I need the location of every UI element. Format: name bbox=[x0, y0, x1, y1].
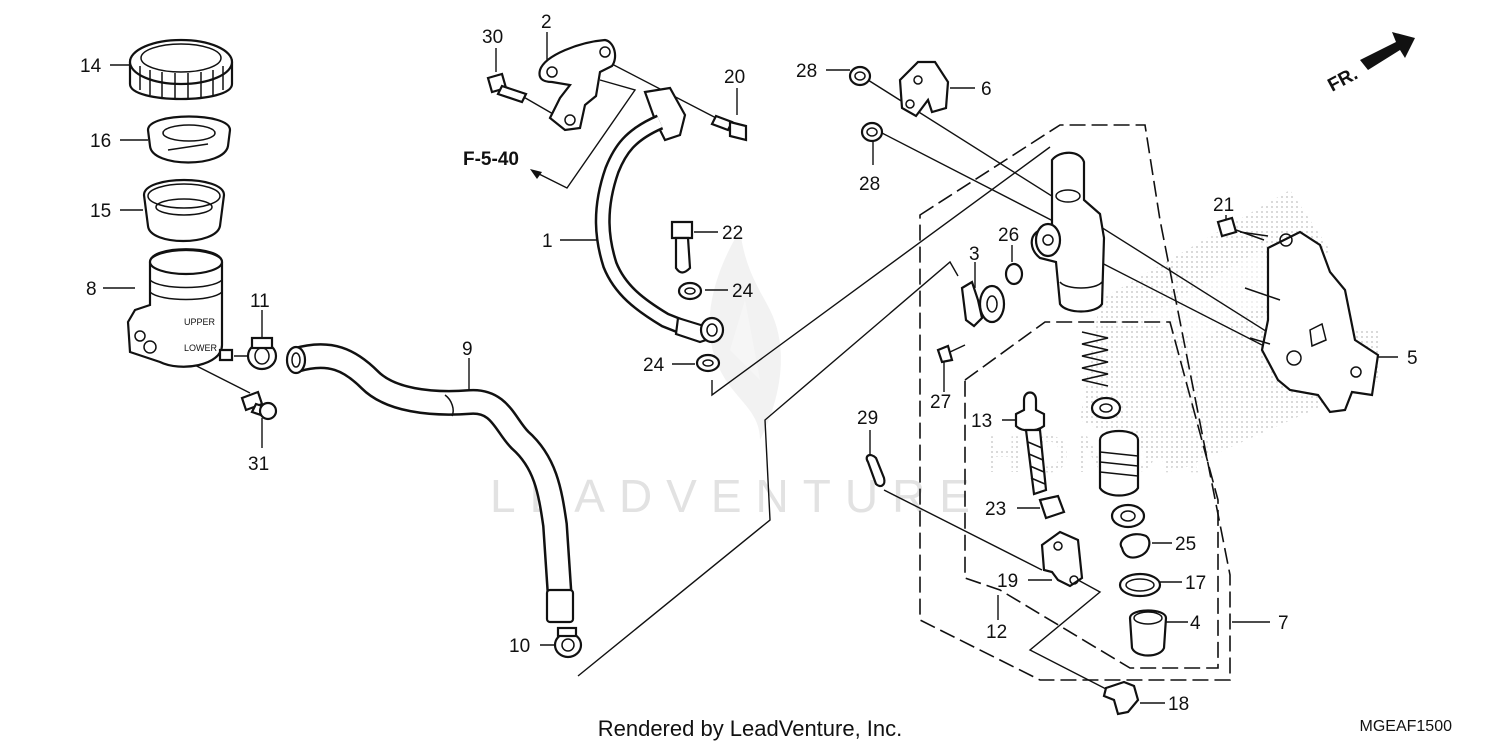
part-12-primary-cup bbox=[1090, 396, 1122, 420]
honda-watermark-text: HONDA bbox=[985, 426, 1206, 484]
callout-label: 9 bbox=[462, 339, 473, 360]
callout-label: 28 bbox=[796, 61, 817, 82]
part-12-spring bbox=[1081, 331, 1109, 387]
callout-label: 30 bbox=[482, 27, 503, 48]
callout-label: 1 bbox=[542, 231, 553, 252]
callout-label: 31 bbox=[248, 454, 269, 475]
callout-label: 24 bbox=[643, 355, 665, 376]
part-5-master-cylinder-bracket bbox=[1244, 230, 1380, 414]
part-10-hose-clamp bbox=[553, 626, 583, 659]
assembly-7-outline bbox=[919, 124, 1231, 681]
callout-label: 18 bbox=[1168, 694, 1189, 715]
part-16-diaphragm-plate bbox=[146, 115, 232, 164]
callout-label: 25 bbox=[1175, 534, 1196, 555]
callout-labels: 1 2 3 4 5 6 7 8 9 10 11 12 13 14 15 16 1… bbox=[80, 12, 1418, 715]
leadventure-flame-logo bbox=[709, 230, 781, 440]
callout-label: 2 bbox=[541, 12, 552, 33]
callout-label: 5 bbox=[1407, 348, 1418, 369]
callout-label: 19 bbox=[997, 571, 1018, 592]
part-28-nut-upper bbox=[848, 65, 872, 87]
part-2-hose-stay bbox=[538, 38, 617, 132]
part-12-piston bbox=[1098, 429, 1140, 497]
part-28-nut-lower bbox=[860, 121, 884, 143]
part-17-snap-ring bbox=[1118, 572, 1162, 598]
front-direction-arrow: FR. bbox=[1324, 32, 1415, 96]
part-29-cotter-pin bbox=[865, 453, 886, 488]
callout-label: 21 bbox=[1213, 195, 1234, 216]
part-31-bolt bbox=[240, 390, 278, 421]
callout-label: 8 bbox=[86, 279, 97, 300]
part-4-boot bbox=[1128, 609, 1168, 657]
diagram-code: MGEAF1500 bbox=[1359, 718, 1452, 735]
callout-label: 24 bbox=[732, 281, 754, 302]
callout-label: 27 bbox=[930, 392, 951, 413]
part-30-bolt bbox=[486, 72, 528, 104]
part-9-reservoir-hose bbox=[285, 343, 575, 624]
part-27-screw bbox=[936, 344, 966, 364]
callout-label: 16 bbox=[90, 131, 111, 152]
part-14-reservoir-cap bbox=[128, 38, 234, 101]
callout-label: 10 bbox=[509, 636, 530, 657]
part-23-nut bbox=[1038, 494, 1066, 520]
part-19-push-rod-joint bbox=[1040, 530, 1084, 588]
part-20-bolt bbox=[710, 114, 748, 142]
callout-label: 13 bbox=[971, 411, 992, 432]
callout-label: 17 bbox=[1185, 573, 1206, 594]
part-11-hose-clamp bbox=[234, 336, 278, 371]
callout-label: 4 bbox=[1190, 613, 1201, 634]
callout-label: 20 bbox=[724, 67, 745, 88]
part-25-circlip bbox=[1119, 533, 1151, 559]
callout-label: 28 bbox=[859, 174, 880, 195]
part-24-sealing-washer-lower bbox=[695, 353, 721, 373]
reservoir-upper-mark: UPPER bbox=[184, 317, 216, 327]
part-8-reservoir: UPPER LOWER bbox=[126, 248, 234, 368]
callout-label: 29 bbox=[857, 408, 878, 429]
part-3-hose-joint bbox=[960, 280, 1006, 328]
part-1-brake-hose bbox=[594, 86, 725, 344]
callout-label: 23 bbox=[985, 499, 1006, 520]
callout-label: 22 bbox=[722, 223, 743, 244]
reservoir-lower-mark: LOWER bbox=[184, 343, 218, 353]
footer-credit: Rendered by LeadVenture, Inc. bbox=[597, 716, 903, 741]
callout-label: 11 bbox=[250, 291, 270, 312]
part-12-secondary-cup bbox=[1110, 503, 1146, 529]
assembly-12-outline bbox=[964, 321, 1219, 669]
callout-label: 14 bbox=[80, 56, 102, 77]
part-26-o-ring bbox=[1004, 262, 1024, 286]
callout-label: 26 bbox=[998, 225, 1019, 246]
callout-label: 7 bbox=[1278, 613, 1289, 634]
part-22-oil-bolt bbox=[670, 220, 694, 274]
part-24-sealing-washer-upper bbox=[677, 281, 703, 301]
part-7-master-cylinder bbox=[1030, 151, 1106, 313]
cross-reference-label: F-5-40 bbox=[463, 149, 519, 170]
callout-label: 15 bbox=[90, 201, 111, 222]
part-18-joint-pin bbox=[1102, 680, 1140, 716]
callout-label: 3 bbox=[969, 244, 980, 265]
callout-label: 6 bbox=[981, 79, 992, 100]
callout-label: 12 bbox=[986, 622, 1007, 643]
part-13-push-rod bbox=[1014, 391, 1048, 496]
part-6-bracket bbox=[898, 60, 950, 118]
front-direction-label: FR. bbox=[1324, 64, 1361, 97]
part-21-bolt bbox=[1216, 216, 1265, 241]
part-15-diaphragm bbox=[142, 179, 226, 242]
leadventure-watermark-text: LEADVENTURE bbox=[490, 470, 984, 522]
